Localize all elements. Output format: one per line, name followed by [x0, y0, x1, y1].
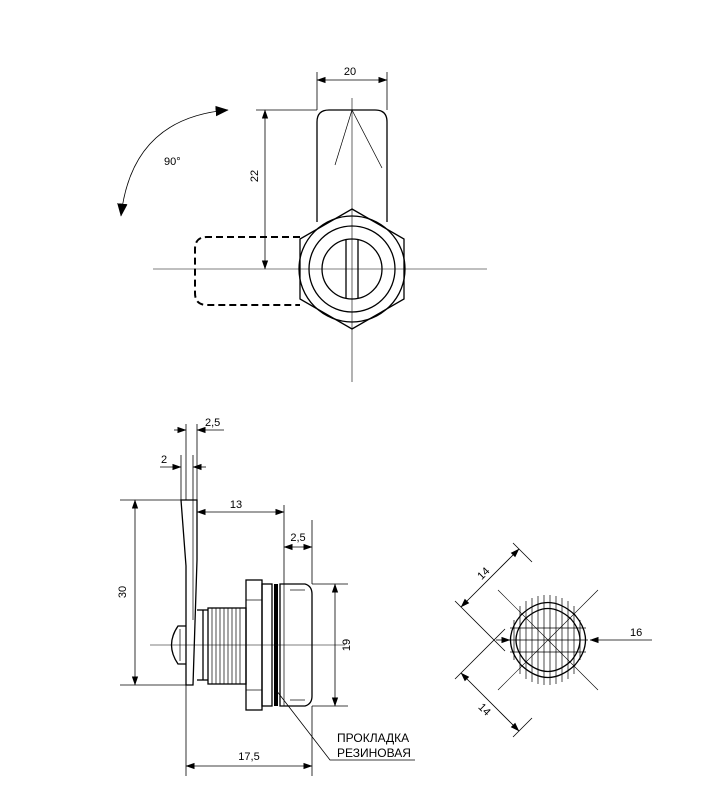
dim-total-label: 17,5 — [238, 751, 259, 763]
dim-14a-line — [460, 548, 520, 608]
dim-gasket-label: 2,5 — [290, 532, 305, 544]
rotation-label: 90° — [164, 156, 181, 168]
gasket-leader — [275, 689, 415, 761]
dim-16-label: 16 — [630, 627, 642, 639]
keyway-circle — [321, 238, 383, 300]
dim-14a-label: 14 — [475, 565, 492, 582]
cutout-profile — [508, 595, 588, 685]
cam-side-profile — [180, 499, 198, 686]
head-side — [279, 583, 313, 707]
dim-cam-thk-label: 2,5 — [205, 417, 220, 429]
nut-ring-circle — [308, 225, 396, 313]
cutout-inner-outline — [515, 607, 581, 673]
gasket-label-line2: РЕЗИНОВАЯ — [337, 746, 411, 760]
dim-14b-line — [460, 672, 520, 732]
dim-14a-ext-1 — [512, 542, 533, 563]
dim-14b-ext-2 — [512, 717, 533, 738]
nut-outer-circle — [298, 215, 406, 323]
dim-22-label: 22 — [249, 170, 261, 182]
dim-30-label: 30 — [117, 586, 129, 598]
cam-rotated-outline — [194, 236, 300, 306]
dim-20-label: 20 — [344, 66, 356, 78]
dim-offset-label: 2 — [161, 454, 167, 466]
thread-lines — [211, 608, 241, 684]
dim-14b-label: 14 — [476, 701, 493, 718]
side-view: 2,5 2 13 2,5 30 19 17,5 ПРОКЛАДКА РЕ — [117, 417, 415, 776]
top-view: 20 22 90° — [117, 66, 487, 382]
gasket-side — [274, 584, 278, 706]
screw-head — [170, 625, 186, 665]
gasket-label-line1: ПРОКЛАДКА — [337, 731, 409, 745]
cutout-view: 14 14 16 — [454, 542, 652, 738]
dim-19-label: 19 — [341, 639, 353, 651]
cam-highlight-right — [351, 109, 383, 169]
washer-side — [261, 583, 273, 707]
rotation-arc — [117, 105, 229, 217]
dim-14b-ext-1 — [454, 628, 506, 680]
cutout-outline — [509, 602, 587, 678]
dim-13-label: 13 — [230, 499, 242, 511]
dim-14a-ext-2 — [454, 600, 506, 652]
hex-nut — [299, 208, 405, 330]
cam-highlight-left — [334, 109, 353, 166]
